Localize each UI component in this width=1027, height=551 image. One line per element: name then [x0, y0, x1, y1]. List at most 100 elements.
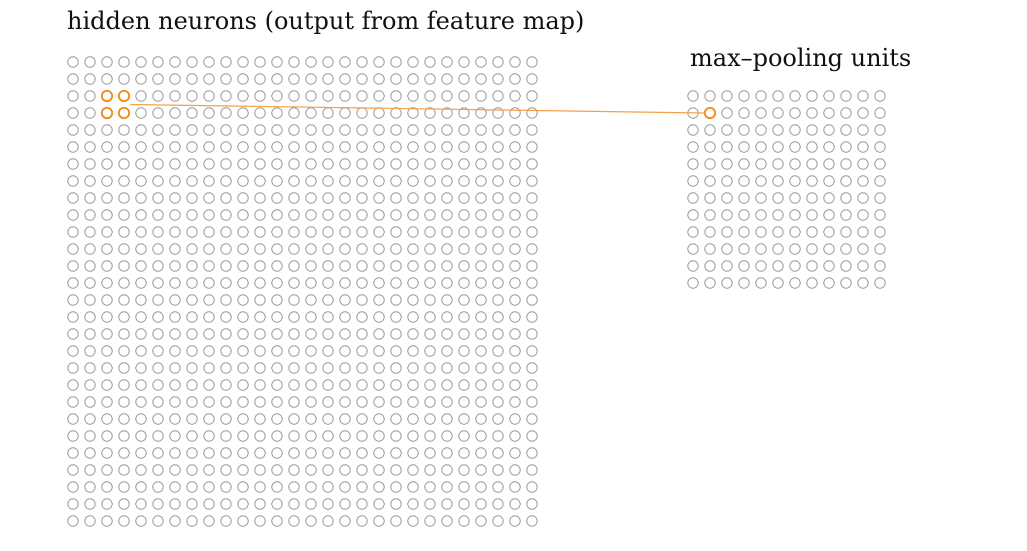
pooling-unit — [840, 277, 852, 289]
hidden-neuron — [390, 56, 402, 68]
hidden-neuron — [169, 498, 181, 510]
pooling-unit — [857, 158, 869, 170]
hidden-neuron — [373, 141, 385, 153]
hidden-neuron — [424, 192, 436, 204]
pooling-unit — [874, 141, 886, 153]
hidden-neuron — [458, 158, 470, 170]
hidden-neuron — [169, 141, 181, 153]
hidden-neuron — [84, 396, 96, 408]
hidden-neuron — [118, 226, 130, 238]
hidden-neuron — [390, 209, 402, 221]
hidden-neuron — [135, 430, 147, 442]
pooling-unit — [687, 90, 699, 102]
pooling-unit — [687, 226, 699, 238]
hidden-neuron — [509, 413, 521, 425]
pooling-unit — [874, 175, 886, 187]
pooling-unit — [840, 175, 852, 187]
hidden-neuron — [424, 396, 436, 408]
hidden-neuron — [492, 243, 504, 255]
hidden-neuron — [407, 311, 419, 323]
pooling-unit — [840, 192, 852, 204]
hidden-neuron — [254, 107, 266, 119]
hidden-neuron — [271, 73, 283, 85]
pooling-unit — [772, 277, 784, 289]
hidden-neuron — [220, 260, 232, 272]
hidden-neuron — [203, 447, 215, 459]
hidden-neuron — [509, 515, 521, 527]
pooling-unit — [789, 175, 801, 187]
hidden-neuron — [135, 311, 147, 323]
pooling-unit — [823, 158, 835, 170]
pooling-unit — [755, 192, 767, 204]
hidden-neuron — [458, 56, 470, 68]
hidden-neuron — [135, 277, 147, 289]
hidden-neuron — [492, 515, 504, 527]
hidden-neuron — [203, 226, 215, 238]
hidden-neuron — [186, 345, 198, 357]
hidden-neuron — [152, 413, 164, 425]
hidden-neuron — [135, 447, 147, 459]
hidden-neuron — [407, 243, 419, 255]
pooling-unit — [789, 158, 801, 170]
hidden-neuron — [135, 379, 147, 391]
hidden-neuron — [492, 90, 504, 102]
hidden-neuron — [322, 226, 334, 238]
hidden-neuron — [407, 294, 419, 306]
hidden-neuron — [526, 379, 538, 391]
hidden-neuron — [509, 73, 521, 85]
hidden-neuron — [509, 379, 521, 391]
hidden-neuron — [356, 430, 368, 442]
hidden-neuron — [67, 379, 79, 391]
pooling-unit — [738, 209, 750, 221]
hidden-neuron — [101, 243, 113, 255]
hidden-neurons-label: hidden neurons (output from feature map) — [67, 7, 585, 35]
hidden-neuron — [254, 413, 266, 425]
hidden-neuron — [390, 175, 402, 187]
hidden-neuron — [305, 311, 317, 323]
hidden-neuron — [509, 481, 521, 493]
hidden-neuron — [526, 413, 538, 425]
pooling-unit — [789, 141, 801, 153]
pooling-unit — [721, 175, 733, 187]
pooling-unit — [721, 141, 733, 153]
hidden-neuron — [475, 107, 487, 119]
hidden-neuron — [254, 464, 266, 476]
pooling-unit — [806, 192, 818, 204]
hidden-neuron — [271, 396, 283, 408]
hidden-neuron — [356, 243, 368, 255]
hidden-neuron — [84, 226, 96, 238]
hidden-neuron — [237, 158, 249, 170]
hidden-neuron — [203, 158, 215, 170]
hidden-neuron — [288, 277, 300, 289]
hidden-neuron — [118, 379, 130, 391]
hidden-neuron — [254, 362, 266, 374]
hidden-neuron — [186, 294, 198, 306]
hidden-neuron — [237, 396, 249, 408]
pooling-unit — [687, 175, 699, 187]
hidden-neuron — [152, 260, 164, 272]
hidden-neuron — [475, 362, 487, 374]
hidden-neuron — [101, 73, 113, 85]
hidden-neuron — [288, 260, 300, 272]
hidden-neuron — [118, 413, 130, 425]
hidden-neuron — [118, 175, 130, 187]
hidden-neuron — [118, 192, 130, 204]
hidden-neuron — [84, 243, 96, 255]
hidden-neuron — [322, 175, 334, 187]
hidden-neuron — [424, 124, 436, 136]
hidden-neuron — [203, 345, 215, 357]
hidden-neuron — [441, 56, 453, 68]
hidden-neuron — [441, 447, 453, 459]
pooling-unit — [772, 243, 784, 255]
hidden-neuron — [373, 56, 385, 68]
hidden-neuron — [356, 56, 368, 68]
hidden-neuron — [390, 515, 402, 527]
hidden-neuron — [152, 226, 164, 238]
hidden-neuron — [169, 260, 181, 272]
hidden-neuron — [339, 379, 351, 391]
hidden-neuron — [288, 515, 300, 527]
hidden-neuron — [220, 56, 232, 68]
hidden-neuron — [339, 515, 351, 527]
hidden-neuron — [254, 345, 266, 357]
hidden-neuron — [169, 107, 181, 119]
